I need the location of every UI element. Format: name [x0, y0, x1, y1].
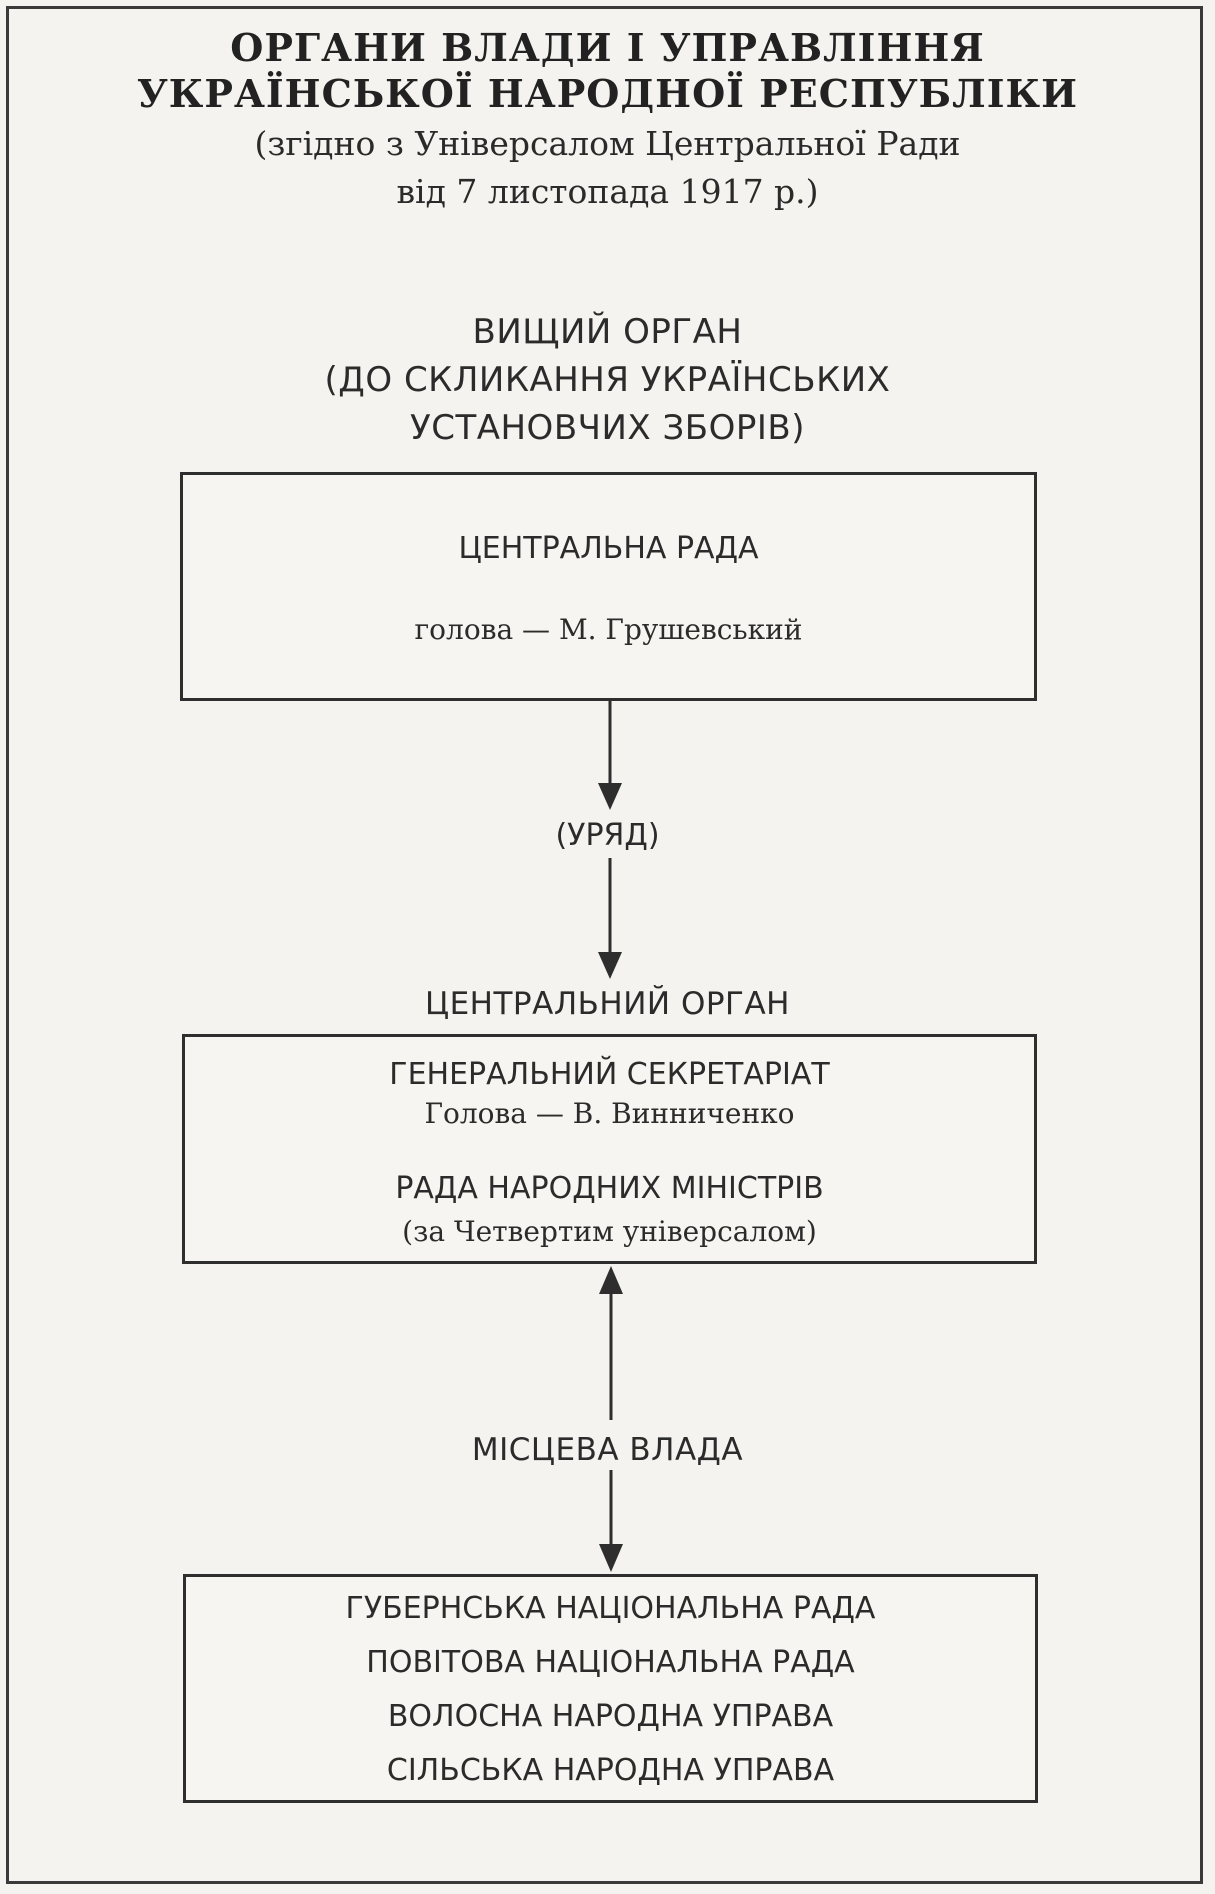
arrowhead-local — [599, 1544, 623, 1572]
diagram-title-line2: УКРАЇНСЬКОЇ НАРОДНОЇ РЕСПУБЛІКИ — [136, 71, 1079, 116]
diagram-title-line1: ОРГАНИ ВЛАДИ І УПРАВЛІННЯ — [230, 25, 985, 70]
local-authorities-box: ГУБЕРНСЬКА НАЦІОНАЛЬНА РАДА ПОВІТОВА НАЦ… — [183, 1574, 1038, 1803]
central-rada-title: ЦЕНТРАЛЬНА РАДА — [458, 531, 759, 566]
local-item-province: ГУБЕРНСЬКА НАЦІОНАЛЬНА РАДА — [345, 1591, 876, 1626]
local-item-village: СІЛЬСЬКА НАРОДНА УПРАВА — [386, 1753, 835, 1788]
arrowhead-government — [598, 783, 622, 810]
fourth-universal-note: (за Четвертим універсалом) — [402, 1215, 817, 1248]
central-rada-head: голова — М. Грушевський — [414, 613, 803, 646]
arrowhead-secretariat — [599, 1266, 623, 1294]
supreme-organ-line3: УСТАНОВЧИХ ЗБОРІВ) — [410, 408, 805, 448]
secretariat-box: ГЕНЕРАЛЬНИЙ СЕКРЕТАРІАТ Голова — В. Винн… — [182, 1034, 1037, 1264]
supreme-organ-line1: ВИЩИЙ ОРГАН — [472, 312, 743, 352]
arrowhead-central-organ — [598, 952, 622, 979]
diagram-subtitle-line2: від 7 листопада 1917 р.) — [396, 172, 819, 211]
secretariat-head: Голова — В. Винниченко — [424, 1097, 795, 1130]
supreme-organ-line2: (ДО СКЛИКАННЯ УКРАЇНСЬКИХ — [324, 360, 891, 400]
local-item-volost: ВОЛОСНА НАРОДНА УПРАВА — [387, 1699, 834, 1734]
page-frame — [6, 6, 1203, 1884]
government-label: (УРЯД) — [555, 818, 660, 853]
local-power-label: МІСЦЕВА ВЛАДА — [471, 1432, 744, 1468]
council-of-ministers: РАДА НАРОДНИХ МІНІСТРІВ — [395, 1171, 824, 1206]
central-rada-box: ЦЕНТРАЛЬНА РАДА голова — М. Грушевський — [180, 472, 1037, 701]
local-item-district: ПОВІТОВА НАЦІОНАЛЬНА РАДА — [366, 1645, 855, 1680]
secretariat-title: ГЕНЕРАЛЬНИЙ СЕКРЕТАРІАТ — [389, 1057, 830, 1092]
central-organ-label: ЦЕНТРАЛЬНИЙ ОРГАН — [425, 986, 790, 1022]
diagram-subtitle-line1: (згідно з Універсалом Центральної Ради — [254, 124, 961, 163]
